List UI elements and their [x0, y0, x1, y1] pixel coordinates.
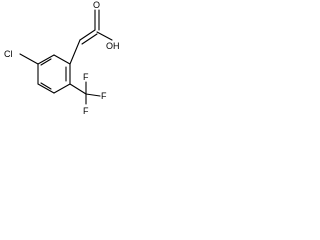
hydroxyl-bond — [96, 31, 113, 41]
ring-double-bond — [40, 58, 52, 66]
oxygen-label: O — [93, 0, 100, 10]
fluorine-label-right: F — [101, 91, 107, 101]
cf-bond — [85, 93, 101, 97]
fluorine-label-top: F — [83, 72, 89, 82]
propenoic-acid-chain — [69, 9, 113, 65]
ring-double-bond — [40, 82, 52, 90]
chloro-group — [19, 53, 39, 65]
ring-bond — [37, 83, 55, 94]
trifluoromethyl-group — [69, 81, 101, 105]
ring-bond — [53, 54, 71, 65]
vinyl-bond — [69, 39, 81, 65]
chemical-structure: O OH Cl F F F — [4, 0, 120, 116]
benzene-ring — [37, 54, 71, 94]
fluorine-label-bottom: F — [83, 106, 89, 116]
hydroxyl-label: OH — [106, 41, 120, 51]
cf3-bond — [69, 83, 87, 95]
alkene-double-bond — [79, 29, 96, 41]
alkene-double-bond — [81, 33, 98, 45]
chlorine-label: Cl — [4, 49, 13, 59]
ring-bond — [53, 83, 71, 94]
ring-bond — [37, 54, 55, 65]
chloro-bond — [19, 53, 39, 65]
